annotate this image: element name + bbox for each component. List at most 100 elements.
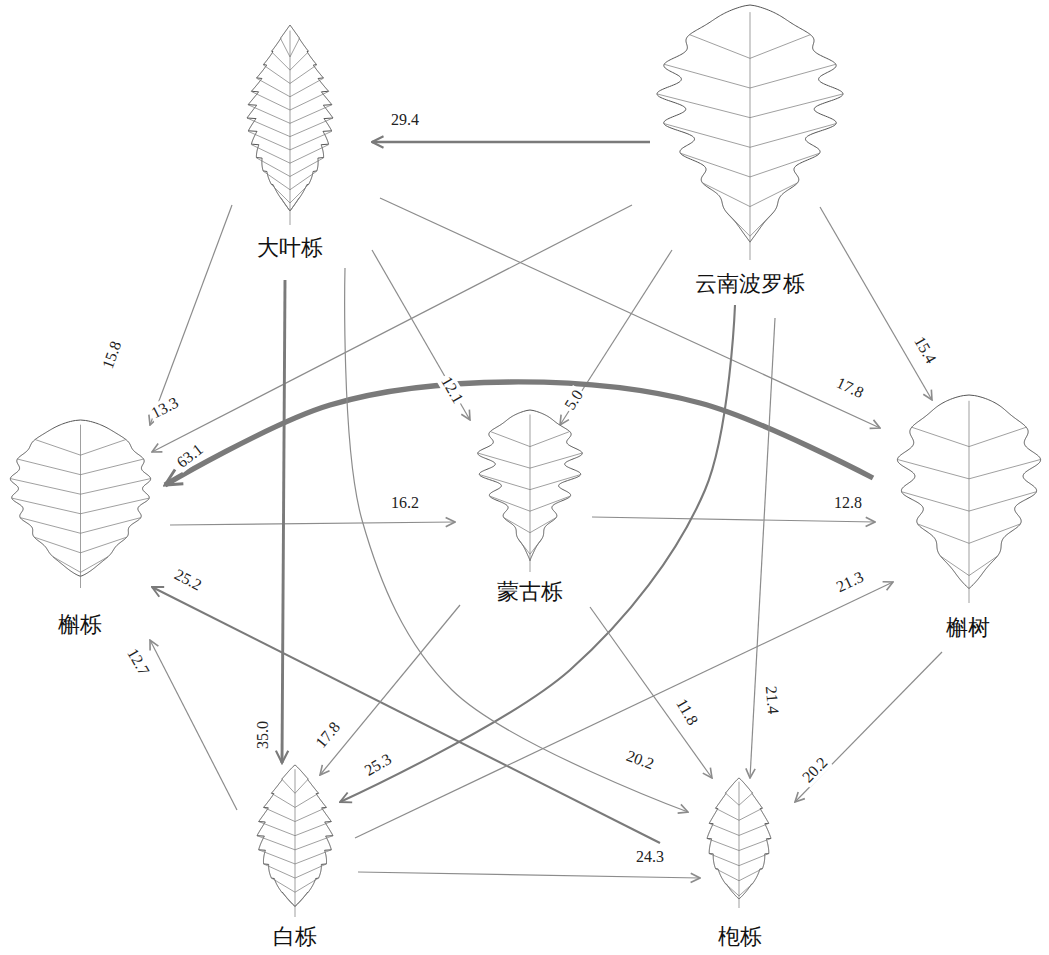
leaf-vein	[263, 65, 290, 84]
leaf-vein	[490, 432, 530, 447]
leaf-vein	[81, 440, 126, 456]
leaf-vein	[290, 91, 329, 110]
leaf-vein	[290, 105, 332, 124]
leaf-vein	[20, 518, 80, 534]
flow-arrow	[152, 587, 660, 843]
leaf-vein	[518, 539, 530, 554]
leaf-vein	[290, 198, 300, 211]
leaf-vein	[726, 793, 739, 805]
leaf-vein	[10, 479, 80, 495]
leaf-vein	[902, 492, 969, 511]
leaf-vein	[248, 105, 290, 124]
flow-value: 17.8	[832, 373, 869, 403]
flow-arrow	[592, 517, 875, 522]
flow-value: 12.1	[436, 372, 468, 409]
leaf-illustration	[895, 395, 1043, 603]
flow-value: 35.0	[254, 719, 272, 751]
leaf-vein	[690, 35, 750, 59]
leaf-vein	[271, 793, 295, 807]
label-holder: 大叶栎	[238, 234, 342, 262]
species-name: 大叶栎	[257, 234, 323, 262]
leaf-vein	[750, 183, 797, 207]
leaf-vein	[290, 31, 291, 225]
leaf-vein	[657, 94, 750, 118]
leaf-vein	[251, 91, 290, 110]
species-name: 蒙古栎	[497, 578, 563, 606]
species-name: 槲栎	[58, 611, 102, 639]
leaf-vein	[80, 425, 81, 588]
leaf-vein	[969, 556, 997, 575]
leaf-vein	[726, 884, 739, 896]
leaf-vein	[969, 492, 1036, 511]
species-node: 槲栎	[5, 417, 155, 639]
leaf-vein	[664, 64, 750, 88]
label-holder: 白栎	[250, 923, 340, 951]
leaf-vein	[750, 64, 836, 88]
leaf-vein	[750, 35, 810, 59]
leaf-vein	[17, 459, 80, 475]
leaf-vein	[969, 524, 1020, 543]
leaf-vein	[295, 892, 308, 906]
flow-value: 20.2	[622, 746, 658, 774]
leaf-vein	[969, 401, 970, 603]
leaf-vein	[479, 475, 530, 490]
leaf-illustration	[475, 410, 585, 572]
leaf-vein	[290, 65, 317, 84]
leaf-illustration	[8, 420, 153, 588]
leaf-vein	[750, 213, 773, 237]
flow-value: 21.4	[762, 683, 783, 716]
leaf-vein	[81, 557, 109, 573]
leaf-vein	[290, 38, 300, 57]
leaf-vein	[478, 453, 530, 468]
leaf-vein	[259, 850, 295, 864]
leaf-vein	[81, 459, 144, 475]
leaf-vein	[259, 822, 295, 836]
leaf-vein	[530, 475, 581, 490]
leaf-vein	[53, 557, 81, 573]
label-holder: 槲栎	[5, 611, 155, 639]
leaf-vein	[34, 537, 80, 553]
leaf-vein	[739, 884, 752, 896]
flow-value: 20.2	[797, 752, 832, 787]
flow-value: 25.3	[360, 749, 397, 781]
flow-value: 15.4	[909, 332, 941, 369]
flow-arrow	[590, 607, 712, 778]
species-node: 白栎	[250, 760, 340, 951]
flow-value: 11.8	[671, 694, 702, 730]
leaf-vein	[295, 779, 308, 793]
leaf-vein	[530, 453, 582, 468]
leaf-vein	[739, 838, 771, 850]
label-holder: 槲树	[890, 614, 1046, 642]
flow-arrow	[795, 652, 942, 802]
flow-arrow	[355, 582, 893, 838]
leaf-vein	[897, 459, 969, 478]
flow-value: 16.2	[389, 494, 421, 512]
species-name: 枹栎	[718, 923, 762, 951]
leaf-vein	[716, 869, 739, 881]
leaf-vein	[12, 498, 81, 514]
flow-arrow	[380, 198, 880, 428]
flow-value: 21.3	[832, 567, 869, 597]
flow-value: 12.7	[122, 644, 154, 681]
leaf-vein	[703, 183, 750, 207]
leaf-vein	[81, 537, 127, 553]
flow-arrow	[282, 280, 285, 763]
species-node: 大叶栎	[238, 22, 342, 262]
leaf-vein	[739, 869, 762, 881]
leaf-vein	[739, 808, 762, 820]
flow-value: 17.8	[311, 717, 345, 753]
flow-value: 24.3	[634, 848, 666, 866]
leaf-vein	[35, 440, 80, 456]
leaf-illustration	[245, 25, 335, 225]
leaf-vein	[271, 52, 290, 71]
leaf-vein	[530, 415, 531, 572]
flow-arrow	[372, 141, 650, 143]
species-name: 云南波罗栎	[695, 270, 805, 298]
leaf-vein	[280, 38, 290, 57]
flow-arrow	[820, 207, 932, 400]
flow-value: 5.0	[560, 385, 588, 415]
leaf-vein	[750, 12, 751, 260]
leaf-vein	[709, 854, 739, 866]
species-name: 白栎	[273, 923, 317, 951]
leaf-vein	[295, 836, 333, 850]
